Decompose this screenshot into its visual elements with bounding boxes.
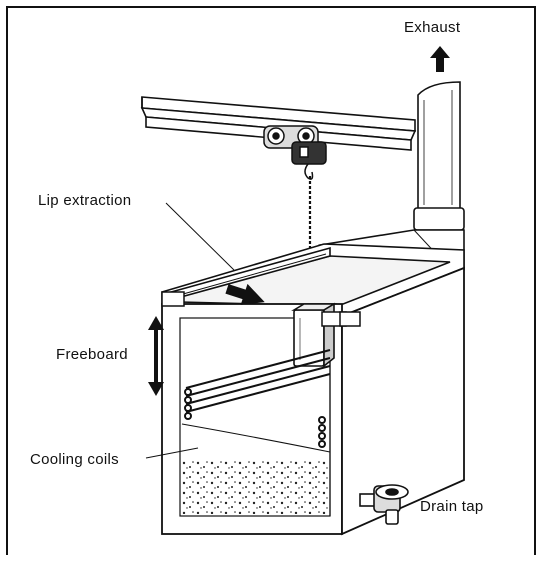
label-exhaust: Exhaust xyxy=(404,19,461,36)
label-drain-tap: Drain tap xyxy=(420,498,484,515)
cooling-coils xyxy=(184,349,331,448)
solvent-surface xyxy=(181,423,331,453)
rim-corner-blocks xyxy=(161,291,361,327)
figure-frame xyxy=(6,6,536,555)
airflow-arrow xyxy=(225,283,265,305)
exhaust-duct xyxy=(413,81,465,231)
exhaust-arrow xyxy=(430,46,450,72)
leader-lines xyxy=(145,202,235,459)
hoist-trolley xyxy=(263,125,327,180)
sludge-layer xyxy=(181,460,329,514)
label-cooling-coils: Cooling coils xyxy=(30,451,119,468)
drain-tap-valve xyxy=(359,484,409,525)
freeboard-arrow xyxy=(148,316,164,396)
label-lip-extraction: Lip extraction xyxy=(38,192,131,209)
label-freeboard: Freeboard xyxy=(56,346,128,363)
